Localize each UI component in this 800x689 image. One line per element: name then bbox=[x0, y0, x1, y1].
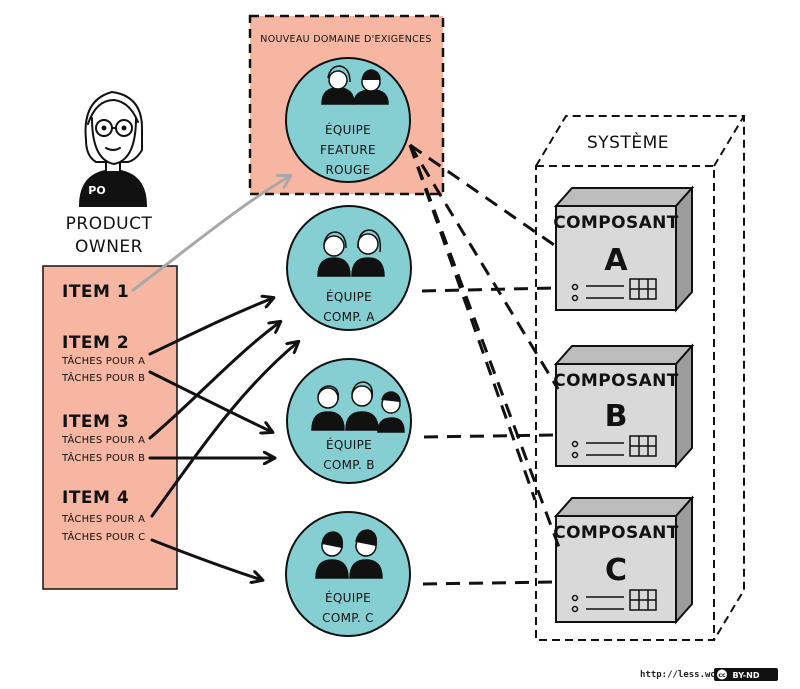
link-c bbox=[422, 580, 555, 586]
people-icon bbox=[315, 529, 383, 579]
arrow-item1-feature bbox=[131, 176, 290, 292]
link-rouge-mid bbox=[408, 144, 537, 501]
component-letter: B bbox=[605, 399, 628, 434]
team-line: FEATURE bbox=[320, 143, 376, 157]
item-title: ITEM 2 bbox=[62, 333, 129, 353]
arrow-item2-b bbox=[148, 370, 272, 432]
arrow-item2-a bbox=[148, 298, 273, 356]
item-task: TÂCHES POUR B bbox=[61, 371, 145, 384]
team-line: COMP. A bbox=[323, 310, 375, 324]
link-b bbox=[423, 433, 555, 439]
component-label: COMPOSANT bbox=[553, 523, 679, 543]
backlog-item-2: ITEM 2 TÂCHES POUR A TÂCHES POUR B bbox=[61, 333, 145, 384]
po-label-line1: PRODUCT bbox=[66, 214, 153, 234]
item-task: TÂCHES POUR A bbox=[61, 354, 145, 367]
component-c: COMPOSANT C bbox=[553, 495, 695, 625]
license-text: BY-ND bbox=[733, 671, 760, 680]
arrow-item4-a bbox=[150, 342, 298, 518]
team-line: ROUGE bbox=[326, 163, 371, 177]
item-task: TÂCHES POUR A bbox=[61, 512, 145, 525]
system-boundary bbox=[535, 115, 745, 641]
panel-icon bbox=[571, 278, 657, 302]
team-line: ÉQUIPE bbox=[325, 122, 371, 137]
link-a bbox=[421, 286, 555, 293]
team-feature-rouge: ÉQUIPE FEATURE ROUGE bbox=[285, 57, 411, 183]
po-label-line2: OWNER bbox=[75, 237, 143, 257]
team-comp-c: ÉQUIPE COMP. C bbox=[285, 511, 411, 637]
component-label: COMPOSANT bbox=[553, 213, 679, 233]
item-title: ITEM 1 bbox=[62, 282, 129, 302]
team-line: ÉQUIPE bbox=[325, 590, 371, 605]
arrow-item3-a bbox=[148, 322, 280, 440]
backlog-arrows bbox=[131, 176, 298, 580]
team-line: COMP. B bbox=[323, 458, 375, 472]
product-backlog bbox=[42, 265, 178, 590]
item-title: ITEM 4 bbox=[62, 488, 129, 508]
team-comp-b: ÉQUIPE COMP. B bbox=[286, 358, 412, 484]
backlog-item-4: ITEM 4 TÂCHES POUR A TÂCHES POUR C bbox=[61, 488, 145, 543]
team-line: COMP. C bbox=[322, 611, 374, 625]
system-title: SYSTÈME bbox=[587, 131, 669, 153]
license-cc-icon: cc bbox=[718, 672, 726, 679]
license-badge: cc BY-ND bbox=[714, 668, 778, 681]
footer-url: http://less.works bbox=[640, 670, 732, 680]
backlog-item-1: ITEM 1 bbox=[62, 282, 129, 302]
component-letter: C bbox=[605, 553, 627, 588]
team-comp-a: ÉQUIPE COMP. A bbox=[286, 205, 412, 331]
backlog-item-3: ITEM 3 TÂCHES POUR A TÂCHES POUR B bbox=[61, 412, 145, 464]
item-task: TÂCHES POUR A bbox=[61, 433, 145, 446]
item-task: TÂCHES POUR B bbox=[61, 451, 145, 464]
arrow-item4-c bbox=[150, 538, 262, 580]
team-line: ÉQUIPE bbox=[326, 289, 372, 304]
people-icon bbox=[321, 65, 389, 105]
people-icon bbox=[317, 229, 385, 277]
panel-icon bbox=[571, 589, 657, 613]
people-icon bbox=[311, 381, 405, 433]
component-b: COMPOSANT B bbox=[553, 343, 695, 469]
panel-icon bbox=[571, 435, 657, 459]
footer: http://less.works cc BY-ND bbox=[640, 668, 778, 681]
product-owner-icon bbox=[78, 90, 148, 207]
team-component-links bbox=[408, 143, 562, 586]
item-task: TÂCHES POUR C bbox=[61, 530, 145, 543]
po-badge: PO bbox=[88, 184, 105, 197]
link-rouge-a bbox=[409, 143, 558, 249]
team-line: ÉQUIPE bbox=[326, 437, 372, 452]
component-letter: A bbox=[604, 243, 628, 278]
component-label: COMPOSANT bbox=[553, 371, 679, 391]
item-title: ITEM 3 bbox=[62, 412, 129, 432]
link-rouge-c bbox=[408, 144, 562, 551]
component-a: COMPOSANT A bbox=[553, 185, 695, 313]
link-rouge-b bbox=[408, 144, 560, 390]
product-owner: PO PRODUCT OWNER bbox=[66, 90, 153, 257]
new-domain-title: NOUVEAU DOMAINE D'EXIGENCES bbox=[260, 34, 431, 45]
